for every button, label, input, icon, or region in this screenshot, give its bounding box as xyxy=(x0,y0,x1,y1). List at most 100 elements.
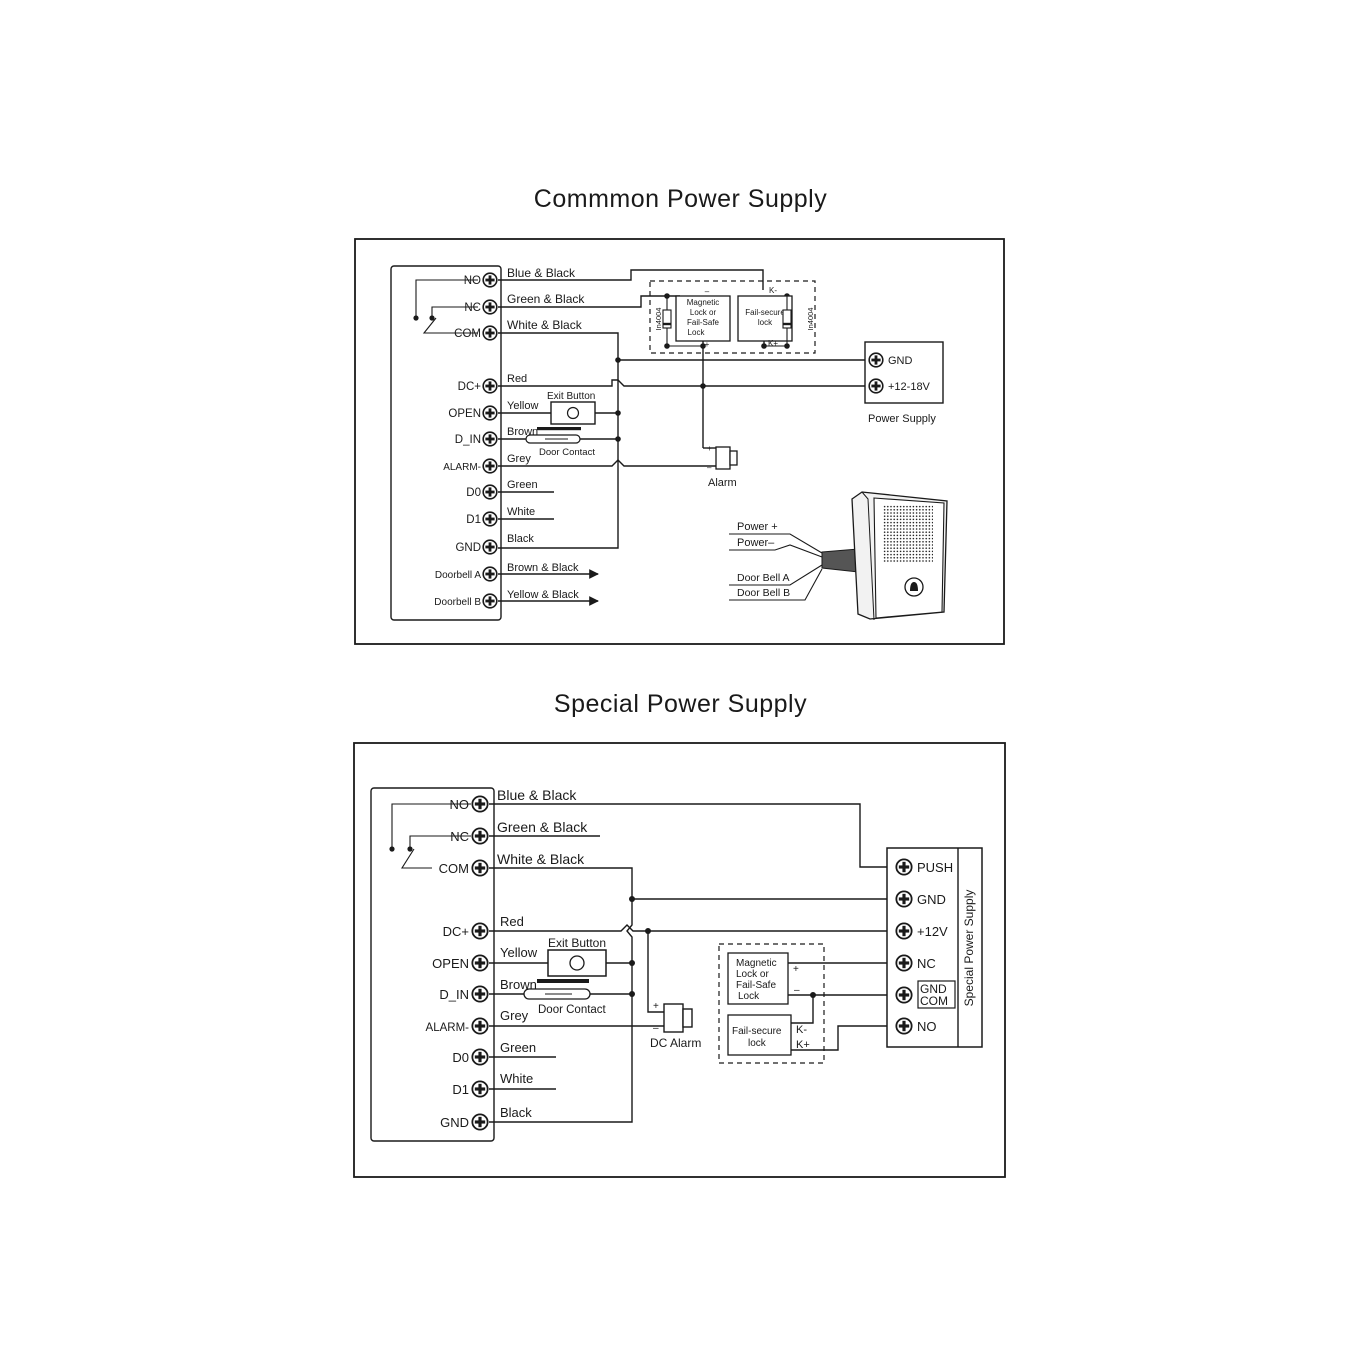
terminal-label: NC xyxy=(450,829,469,844)
magnetic-lock-box xyxy=(727,952,789,1005)
terminal-label: NO xyxy=(464,275,481,287)
special-psu-label: Special Power Supply xyxy=(962,890,976,1007)
k-minus: K- xyxy=(796,1024,807,1036)
terminal-screw-icon xyxy=(482,458,498,474)
wire-label: Brown xyxy=(500,977,537,992)
terminal-label: D1 xyxy=(452,1082,469,1097)
terminal-label: ALARM- xyxy=(426,1022,470,1034)
psu-voltage-label: +12-18V xyxy=(888,381,931,393)
terminal-label: DC+ xyxy=(458,381,482,393)
lock-text: Fail-secure xyxy=(745,308,785,317)
terminal-label: NC xyxy=(464,302,481,314)
fail-secure-lock-box xyxy=(727,1014,792,1056)
wire-label: Blue & Black xyxy=(507,266,576,280)
wire-label: Red xyxy=(500,914,524,929)
special-frame xyxy=(353,742,1006,1178)
terminal-screw-icon xyxy=(482,539,498,555)
wire-label: White xyxy=(507,506,535,518)
psu-terminal-label: +12V xyxy=(917,924,948,939)
lock-text: Lock xyxy=(738,991,760,1002)
wire-label: Grey xyxy=(500,1008,529,1023)
terminal-screw-icon xyxy=(482,566,498,582)
wire-label: Green & Black xyxy=(507,292,585,306)
lock-minus: – xyxy=(794,985,800,996)
terminal-screw-icon xyxy=(482,378,498,394)
lock-text: Fail-Safe xyxy=(736,980,776,991)
lock-text: lock xyxy=(758,318,773,327)
terminal-screw-icon xyxy=(482,272,498,288)
wire-label: Grey xyxy=(507,453,531,465)
terminal-screw-icon xyxy=(482,511,498,527)
terminal-screw-icon xyxy=(868,378,884,394)
lock-text: Fail-Safe xyxy=(687,318,720,327)
terminal-screw-icon xyxy=(482,431,498,447)
special-lock-group xyxy=(718,943,825,1064)
wire-label: Black xyxy=(507,533,534,545)
terminal-screw-icon xyxy=(471,954,489,972)
terminal-label: ALARM- xyxy=(443,462,481,473)
exit-button-label: Exit Button xyxy=(547,391,595,402)
psu-terminal-label: PUSH xyxy=(917,860,953,875)
wire-label: Green xyxy=(500,1040,536,1055)
common-lock-group xyxy=(649,280,816,354)
lock-text: Lock or xyxy=(690,308,717,317)
terminal-screw-icon xyxy=(471,859,489,877)
psu-label: Power Supply xyxy=(868,413,936,425)
common-power-supply-title: Commmon Power Supply xyxy=(533,185,828,213)
special-diagram: NO NC COM DC+ OPEN D_IN ALARM- D0 D1 GND… xyxy=(353,742,1006,1178)
lock-text: Lock or xyxy=(736,969,769,980)
wire-label: Blue & Black xyxy=(497,787,577,803)
terminal-label: D_IN xyxy=(455,434,481,446)
terminal-label: DC+ xyxy=(443,924,469,939)
alarm-plus: + xyxy=(707,444,712,453)
door-contact-label: Door Contact xyxy=(538,1004,607,1016)
special-power-supply-box xyxy=(886,847,983,1048)
k-minus: K- xyxy=(769,286,777,295)
diode-label: In4004 xyxy=(806,308,815,331)
terminal-label: OPEN xyxy=(448,408,481,420)
special-controller-block xyxy=(370,787,495,1142)
bell-wire-label: Door Bell A xyxy=(737,572,790,584)
terminal-label: D_IN xyxy=(439,987,469,1002)
wire-label: White & Black xyxy=(497,851,585,867)
psu-gnd-label: GND xyxy=(888,355,913,367)
terminal-screw-icon xyxy=(895,954,913,972)
alarm-label: Alarm xyxy=(708,477,737,489)
common-frame xyxy=(354,238,1005,645)
wire-label: Yellow & Black xyxy=(507,589,579,601)
exit-button-label: Exit Button xyxy=(548,936,606,950)
diode-icon xyxy=(782,309,792,329)
terminal-screw-icon xyxy=(895,1017,913,1035)
psu-terminal-label: COM xyxy=(920,994,948,1008)
alarm-plus: + xyxy=(653,1001,659,1012)
k-plus: K+ xyxy=(768,339,778,348)
power-supply-box xyxy=(864,341,944,404)
special-terminals xyxy=(471,795,489,1131)
terminal-label: D0 xyxy=(466,487,481,499)
dc-alarm-icon xyxy=(663,1003,684,1033)
terminal-screw-icon xyxy=(895,986,913,1004)
special-power-supply-title: Special Power Supply xyxy=(553,690,808,718)
terminal-screw-icon xyxy=(482,405,498,421)
terminal-label: NO xyxy=(450,797,470,812)
common-terminals xyxy=(482,272,498,609)
doorbell-icon xyxy=(851,491,948,621)
terminal-screw-icon xyxy=(868,352,884,368)
bell-wire-label: Power + xyxy=(737,521,778,533)
psu-terminal-label: GND xyxy=(917,892,946,907)
psu-terminal-label: NO xyxy=(917,1019,937,1034)
common-diagram: NO NC COM DC+ OPEN D_IN ALARM- D0 D1 GND… xyxy=(354,238,1005,645)
wire-label: Green & Black xyxy=(497,819,588,835)
alarm-minus: – xyxy=(707,463,712,472)
lock-text: Fail-secure xyxy=(732,1026,782,1037)
terminal-screw-icon xyxy=(482,484,498,500)
lock-plus: + xyxy=(705,340,710,349)
terminal-screw-icon xyxy=(471,1080,489,1098)
terminal-screw-icon xyxy=(482,325,498,341)
wire-label: Yellow xyxy=(507,400,538,412)
dc-alarm-label: DC Alarm xyxy=(650,1036,701,1050)
wire-label: White & Black xyxy=(507,318,583,332)
common-controller-block xyxy=(390,265,502,621)
terminal-screw-icon xyxy=(895,890,913,908)
terminal-label: D0 xyxy=(452,1050,469,1065)
